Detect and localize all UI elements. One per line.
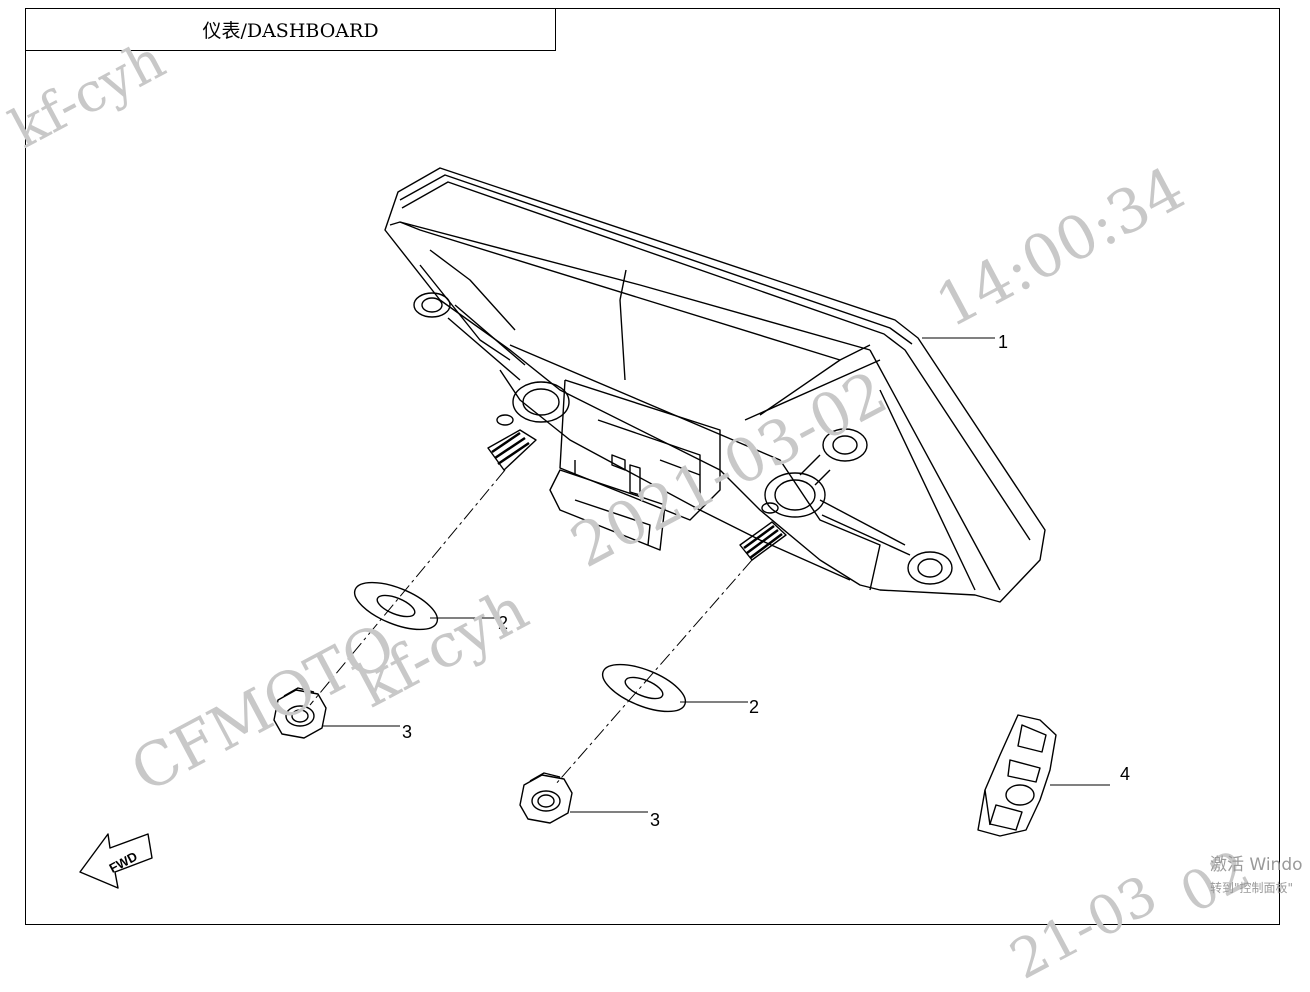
washer-left	[353, 581, 439, 631]
nut-right	[519, 772, 573, 824]
fwd-arrow	[79, 833, 153, 889]
washer-right	[601, 663, 687, 713]
handlebar-switch	[977, 714, 1057, 837]
dashboard-unit	[384, 167, 1046, 603]
callout-2-left: 2	[498, 613, 509, 633]
exploded-view-drawing: FWD	[79, 167, 1110, 889]
diagram-title: 仪表/DASHBOARD	[25, 8, 556, 51]
drawing-frame	[25, 8, 1280, 925]
callout-4: 4	[1120, 764, 1131, 784]
callout-2-right: 2	[749, 697, 760, 717]
callout-1: 1	[998, 332, 1009, 352]
activation-line2: 转到"控制面板"	[1210, 881, 1294, 895]
callout-3-left: 3	[402, 722, 413, 742]
activation-line1: 激活 Windo	[1210, 855, 1303, 875]
windows-activation-notice: 激活 Windo 转到"控制面板"	[1210, 850, 1310, 896]
nut-left	[273, 687, 327, 739]
fwd-label: FWD	[107, 849, 140, 876]
callout-3-right: 3	[650, 810, 661, 830]
